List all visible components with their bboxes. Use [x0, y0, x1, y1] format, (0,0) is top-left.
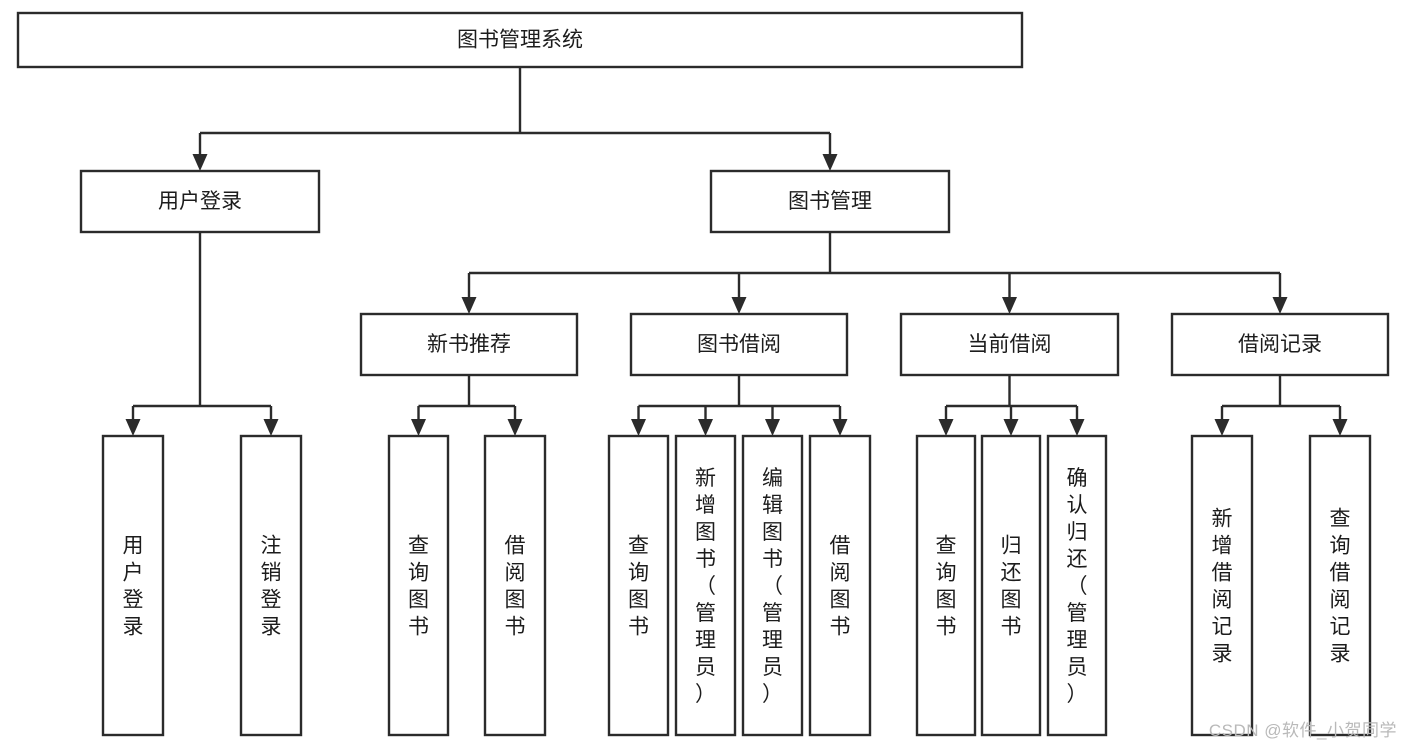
arrow-head-icon — [698, 419, 713, 436]
node-leaf-8[interactable]: 查询图书 — [915, 434, 977, 737]
node-leaf-9[interactable]: 归还图书 — [980, 434, 1042, 737]
node-leaf-10[interactable]: 确认归还（管理员） — [1046, 434, 1108, 737]
node-leaf-1[interactable]: 注销登录 — [239, 434, 303, 737]
node-label: 当前借阅 — [968, 333, 1052, 356]
node-label: 图书管理 — [788, 190, 872, 213]
arrow-head-icon — [832, 419, 848, 436]
node-leaf-3[interactable]: 借阅图书 — [483, 434, 547, 737]
node-leaf-11[interactable]: 新增借阅记录 — [1190, 434, 1254, 737]
node-label: 新增图书（管理员） — [695, 467, 716, 706]
arrow-head-icon — [1332, 419, 1348, 436]
node-layer: 图书管理系统用户登录图书管理新书推荐图书借阅当前借阅借阅记录用户登录注销登录查询… — [16, 11, 1390, 737]
node-label: 查询图书 — [628, 535, 649, 639]
arrow-head-icon — [1214, 419, 1230, 436]
node-leaf-6[interactable]: 编辑图书（管理员） — [741, 434, 804, 737]
arrow-head-icon — [263, 419, 279, 436]
arrow-head-icon — [411, 419, 426, 436]
arrow-head-icon — [731, 297, 747, 314]
node-leaf-4[interactable]: 查询图书 — [607, 434, 670, 737]
node-label: 借阅记录 — [1238, 333, 1322, 356]
node-label: 新增借阅记录 — [1212, 508, 1233, 666]
node-leaf-2[interactable]: 查询图书 — [387, 434, 450, 737]
node-label: 查询借阅记录 — [1330, 508, 1351, 666]
node-label: 借阅图书 — [830, 535, 851, 639]
node-label: 借阅图书 — [505, 535, 526, 639]
arrow-head-icon — [461, 297, 477, 314]
arrow-head-icon — [822, 154, 838, 171]
node-label: 注销登录 — [261, 535, 282, 639]
node-label: 图书管理系统 — [457, 29, 583, 52]
arrow-head-icon — [765, 419, 780, 436]
arrow-head-icon — [1069, 419, 1085, 436]
node-label: 编辑图书（管理员） — [762, 467, 783, 706]
node-leaf-5[interactable]: 新增图书（管理员） — [674, 434, 737, 737]
arrow-head-icon — [1002, 297, 1017, 314]
node-level3-1[interactable]: 图书借阅 — [629, 312, 849, 377]
node-label: 新书推荐 — [427, 333, 511, 356]
arrow-head-icon — [125, 419, 141, 436]
arrow-head-icon — [1003, 419, 1019, 436]
node-level3-3[interactable]: 借阅记录 — [1170, 312, 1390, 377]
arrow-head-icon — [192, 154, 208, 171]
node-level2-1[interactable]: 图书管理 — [709, 169, 951, 234]
node-label: 归还图书 — [1001, 535, 1022, 639]
node-label: 用户登录 — [123, 535, 144, 639]
node-level3-0[interactable]: 新书推荐 — [359, 312, 579, 377]
arrow-head-icon — [507, 419, 523, 436]
node-label: 用户登录 — [158, 190, 242, 213]
node-leaf-12[interactable]: 查询借阅记录 — [1308, 434, 1372, 737]
connector-layer — [125, 67, 1348, 436]
node-leaf-7[interactable]: 借阅图书 — [808, 434, 872, 737]
node-leaf-0[interactable]: 用户登录 — [101, 434, 165, 737]
node-level3-2[interactable]: 当前借阅 — [899, 312, 1120, 377]
node-label: 查询图书 — [936, 535, 957, 639]
node-label: 图书借阅 — [697, 333, 781, 356]
node-level2-0[interactable]: 用户登录 — [79, 169, 321, 234]
node-label: 确认归还（管理员） — [1067, 467, 1088, 706]
arrow-head-icon — [938, 419, 954, 436]
node-root-图书管理系统[interactable]: 图书管理系统 — [16, 11, 1024, 69]
arrow-head-icon — [631, 419, 646, 436]
node-label: 查询图书 — [408, 535, 429, 639]
arrow-head-icon — [1272, 297, 1288, 314]
